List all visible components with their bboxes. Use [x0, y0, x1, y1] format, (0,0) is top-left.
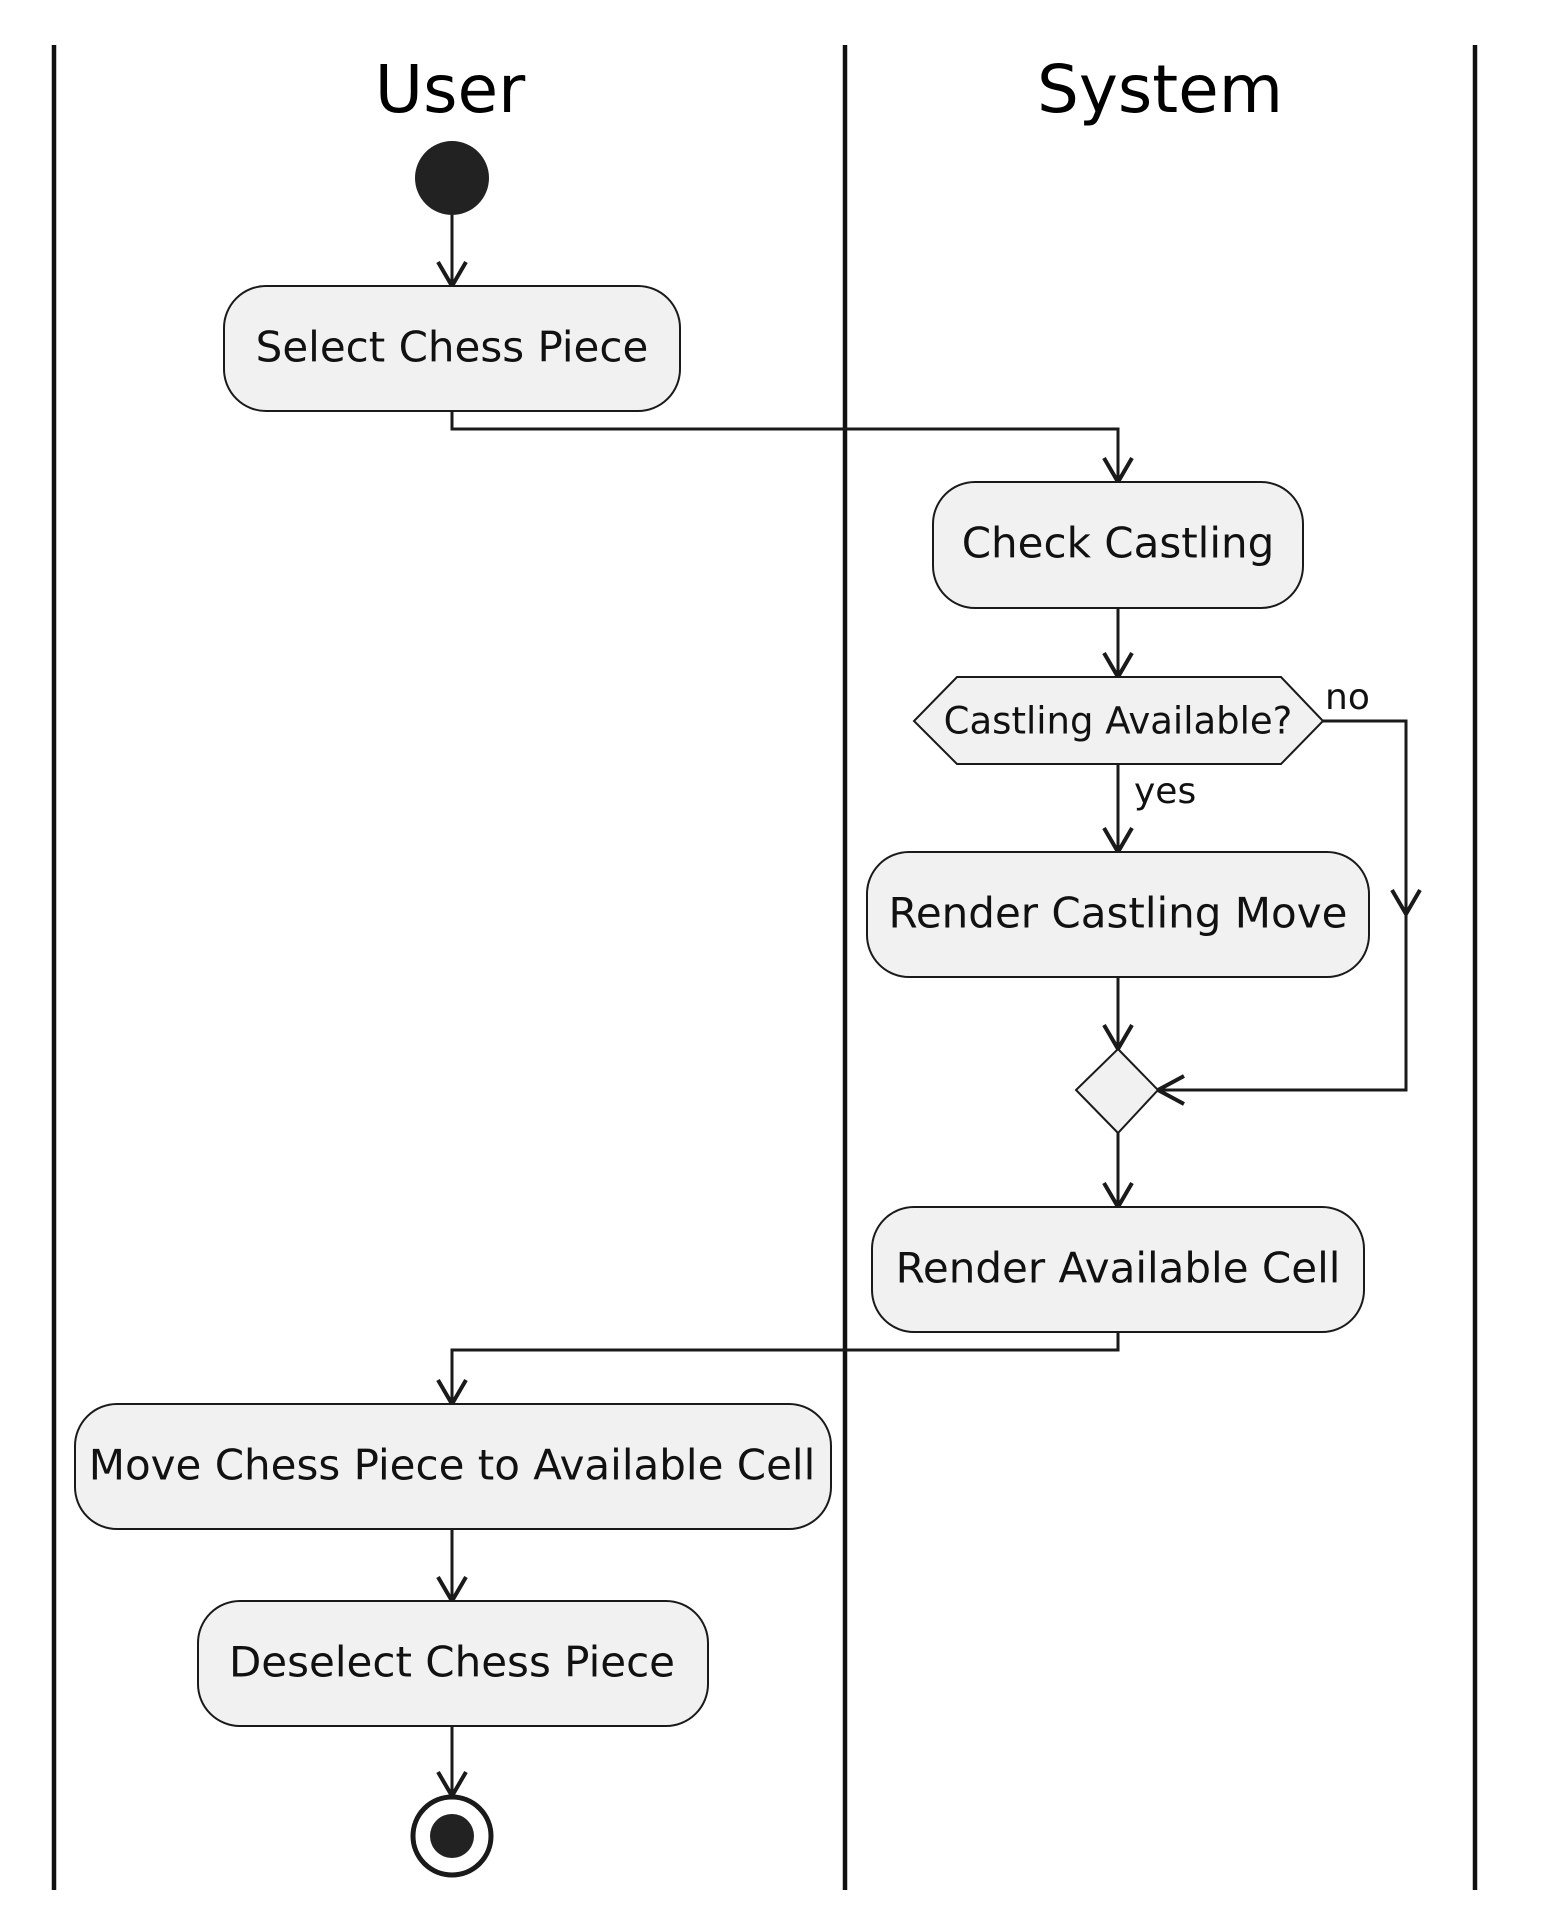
action-deselect-chess-piece-label: Deselect Chess Piece — [229, 1638, 675, 1687]
start-node — [415, 141, 489, 215]
action-render-castling-move: Render Castling Move — [866, 851, 1370, 978]
action-move-chess-piece-label: Move Chess Piece to Available Cell — [89, 1441, 816, 1490]
decision-castling-available: Castling Available? — [912, 676, 1325, 765]
flow-decision-no — [1158, 719, 1408, 1092]
decision-castling-available-label: Castling Available? — [944, 700, 1293, 743]
merge-node — [1074, 1047, 1160, 1135]
decision-no-label: no — [1325, 677, 1370, 718]
flow-render-cell-to-move — [450, 1332, 1120, 1404]
arrowhead-no-branch — [1390, 888, 1422, 918]
action-render-available-cell-label: Render Available Cell — [896, 1244, 1341, 1293]
action-render-castling-move-label: Render Castling Move — [889, 889, 1348, 938]
lane-title-system: System — [1037, 51, 1283, 128]
action-check-castling-label: Check Castling — [962, 519, 1275, 568]
flow-select-to-check — [450, 411, 1120, 482]
action-move-chess-piece: Move Chess Piece to Available Cell — [74, 1403, 832, 1530]
action-render-available-cell: Render Available Cell — [871, 1206, 1365, 1333]
end-node — [410, 1794, 494, 1878]
action-check-castling: Check Castling — [932, 481, 1304, 609]
action-select-chess-piece-label: Select Chess Piece — [256, 323, 649, 372]
action-deselect-chess-piece: Deselect Chess Piece — [197, 1600, 709, 1727]
lane-title-user: User — [375, 51, 526, 128]
action-select-chess-piece: Select Chess Piece — [223, 285, 681, 412]
decision-yes-label: yes — [1134, 771, 1196, 812]
